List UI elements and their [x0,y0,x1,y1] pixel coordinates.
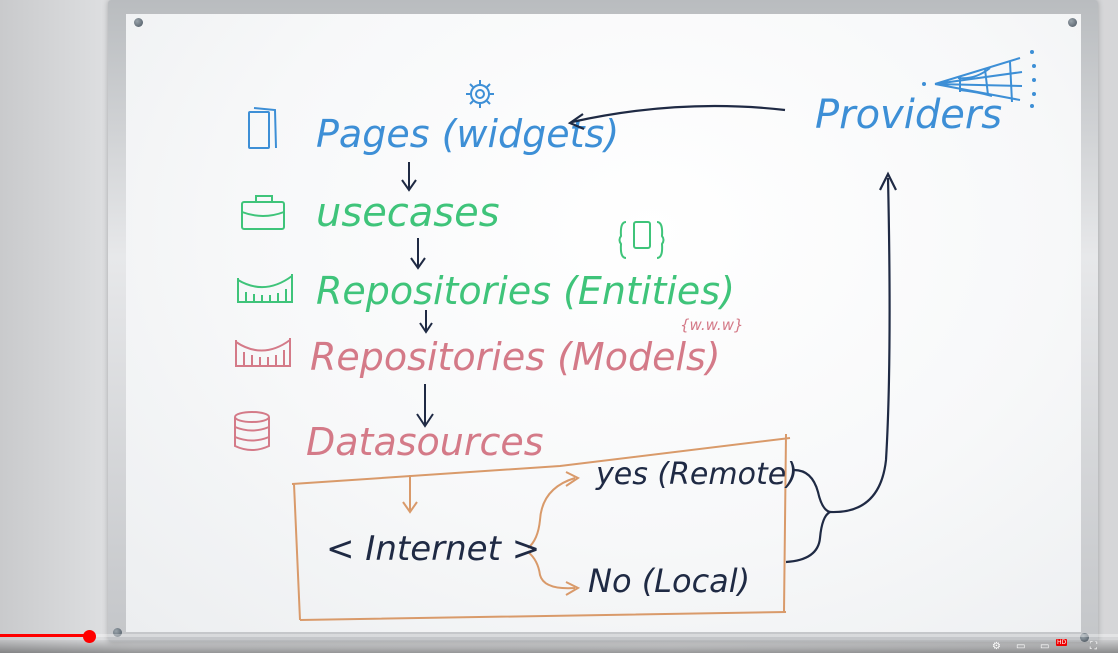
scrubber-handle[interactable] [83,630,96,643]
settings-icon[interactable]: ⚙ [992,641,1001,652]
network-icon [934,57,1023,103]
screw-icon [134,18,143,27]
screw-icon [113,628,122,637]
miniplayer-icon[interactable]: ▭ [1016,641,1026,652]
gear-icon [466,80,494,108]
repositories-models-label: Repositories (Models) [310,335,721,379]
database-icon [234,411,270,451]
no-local-label: No (Local) [588,562,750,600]
video-player-controls: ⚙ ▭ ▭ HD ⛶ [0,630,1118,653]
internet-label: < Internet > [326,529,540,569]
progress-played [0,634,89,637]
down-arrows [401,162,434,428]
briefcase-icon [241,195,285,230]
bridge-icon [235,338,291,367]
screw-icon [1068,18,1077,27]
bridge-icon [237,274,293,303]
phone-brace-icon [618,221,665,259]
controls-strip [0,640,1118,653]
theater-icon[interactable]: ▭ [1040,641,1050,652]
providers-to-pages-arrow [567,104,786,131]
fullscreen-icon[interactable]: ⛶ [1090,641,1097,652]
decision-box [291,433,791,621]
network-dots [922,50,1036,108]
repositories-entities-label: Repositories (Entities) [316,269,735,313]
brace-to-providers-arrow [785,171,897,564]
usecases-label: usecases [316,190,500,236]
providers-label: Providers [815,92,1002,138]
yes-remote-label: yes (Remote) [595,457,798,492]
whiteboard-surface [126,14,1081,632]
progress-bar[interactable] [0,630,1118,643]
pages-label: Pages (widgets) [316,112,619,156]
screw-icon [1080,633,1089,642]
models-brace-annotation: {w.w.w} [680,316,744,334]
pages-icon [248,107,277,149]
hd-badge: HD [1056,639,1068,646]
datasources-label: Datasources [306,420,544,464]
